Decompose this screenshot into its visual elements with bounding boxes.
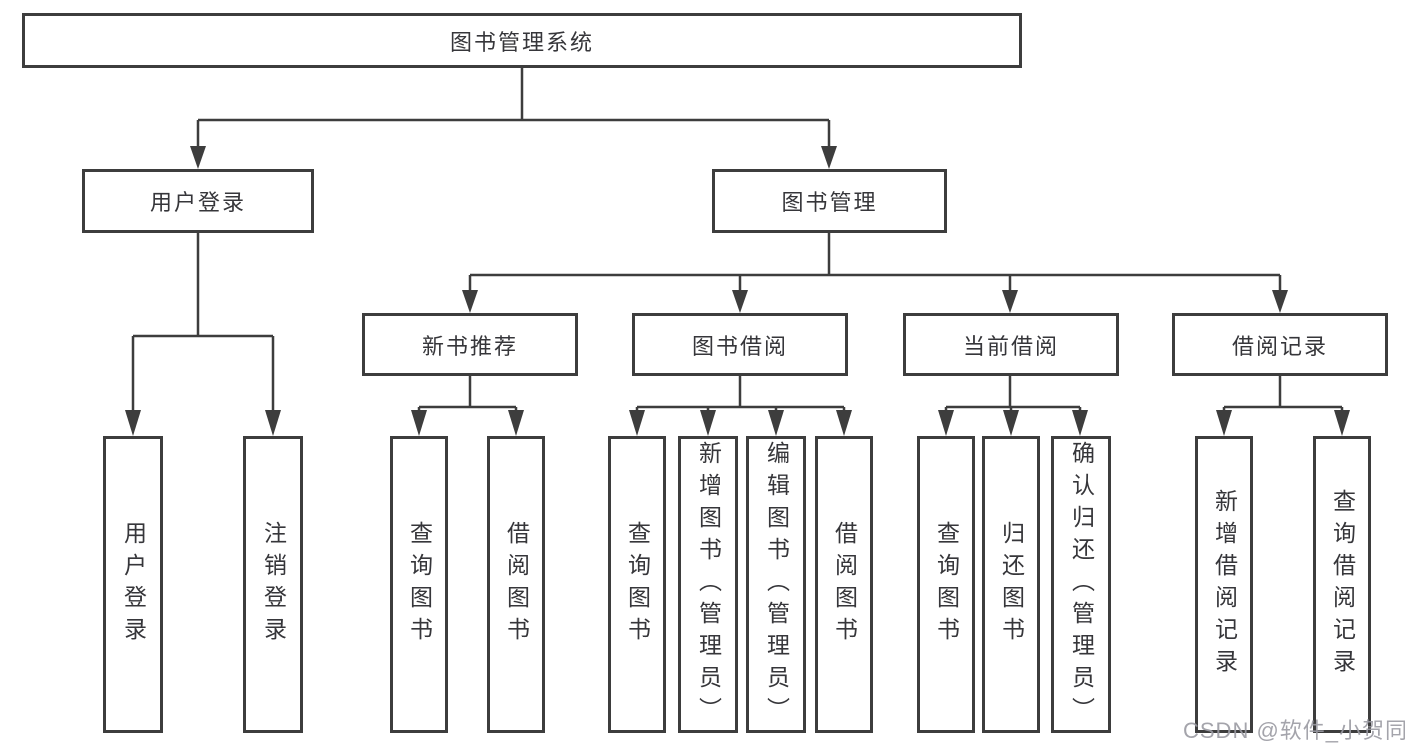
node-label: 借阅图书: [831, 520, 858, 649]
node-book-management: 图书管理: [712, 169, 947, 233]
leaf-query-books-3: 查询图书: [917, 436, 975, 733]
node-label: 当前借阅: [962, 333, 1059, 359]
node-label: 借阅记录: [1231, 333, 1328, 359]
arrowhead-icon: [265, 410, 281, 436]
node-library-management-system: 图书管理系统: [22, 13, 1022, 68]
arrowhead-icon: [190, 146, 206, 169]
node-label: 用户登录: [120, 520, 147, 649]
arrowhead-icon: [732, 290, 748, 313]
arrowhead-icon: [508, 410, 524, 436]
csdn-watermark: CSDN @软件_小贺同学: [1183, 718, 1405, 743]
node-current-borrow: 当前借阅: [903, 313, 1119, 376]
node-label: 图书管理系统: [449, 29, 594, 55]
arrowhead-icon: [411, 410, 427, 436]
arrowhead-icon: [700, 410, 716, 436]
arrowhead-icon: [1002, 290, 1018, 313]
node-label: 用户登录: [149, 190, 246, 215]
arrowhead-icon: [836, 410, 852, 436]
node-label: 图书管理: [781, 190, 878, 215]
node-user-login: 用户登录: [82, 169, 314, 233]
arrowhead-icon: [125, 410, 141, 436]
node-new-book-recommend: 新书推荐: [362, 313, 578, 376]
leaf-return-books: 归还图书: [982, 436, 1040, 733]
node-label: 新书推荐: [421, 333, 518, 359]
connector-book-borrow-to-leaves: [629, 376, 852, 436]
node-label: 编辑图书（管理员）: [763, 440, 790, 729]
node-borrow-records: 借阅记录: [1172, 313, 1388, 376]
node-label: 查询图书: [406, 520, 433, 649]
arrowhead-icon: [1003, 410, 1019, 436]
leaf-user-login: 用户登录: [103, 436, 163, 733]
arrowhead-icon: [1072, 410, 1088, 436]
arrowhead-icon: [1272, 290, 1288, 313]
connector-new-book-to-leaves: [411, 376, 524, 436]
node-label: 借阅图书: [503, 520, 530, 649]
arrowhead-icon: [821, 146, 837, 169]
arrowhead-icon: [1334, 410, 1350, 436]
leaf-logout: 注销登录: [243, 436, 303, 733]
node-label: 查询借阅记录: [1329, 488, 1356, 681]
arrowhead-icon: [768, 410, 784, 436]
arrowhead-icon: [938, 410, 954, 436]
leaf-borrow-books-2: 借阅图书: [815, 436, 873, 733]
node-label: 查询图书: [933, 520, 960, 649]
leaf-borrow-books-1: 借阅图书: [487, 436, 545, 733]
node-label: 图书借阅: [691, 333, 788, 359]
node-label: 注销登录: [260, 520, 287, 649]
arrowhead-icon: [462, 290, 478, 313]
connector-borrow-record-to-leaves: [1216, 376, 1350, 436]
connector-user-login-to-leaves: [125, 233, 281, 436]
arrowhead-icon: [1216, 410, 1232, 436]
leaf-add-borrow-record: 新增借阅记录: [1195, 436, 1253, 733]
connector-current-borrow-to-leaves: [938, 376, 1088, 436]
arrowhead-icon: [629, 410, 645, 436]
leaf-add-books-admin: 新增图书（管理员）: [678, 436, 738, 733]
node-label: 新增借阅记录: [1211, 488, 1238, 681]
leaf-confirm-return-admin: 确认归还（管理员）: [1051, 436, 1111, 733]
node-book-borrow: 图书借阅: [632, 313, 848, 376]
connector-root-to-level2: [190, 68, 837, 169]
leaf-query-borrow-record: 查询借阅记录: [1313, 436, 1371, 733]
node-label: 新增图书（管理员）: [695, 440, 722, 729]
node-label: 归还图书: [998, 520, 1025, 649]
node-label: 查询图书: [624, 520, 651, 649]
leaf-query-books-2: 查询图书: [608, 436, 666, 733]
leaf-query-books-1: 查询图书: [390, 436, 448, 733]
node-label: 确认归还（管理员）: [1068, 440, 1095, 729]
connector-book-management-to-level3: [462, 233, 1288, 313]
leaf-edit-books-admin: 编辑图书（管理员）: [746, 436, 806, 733]
